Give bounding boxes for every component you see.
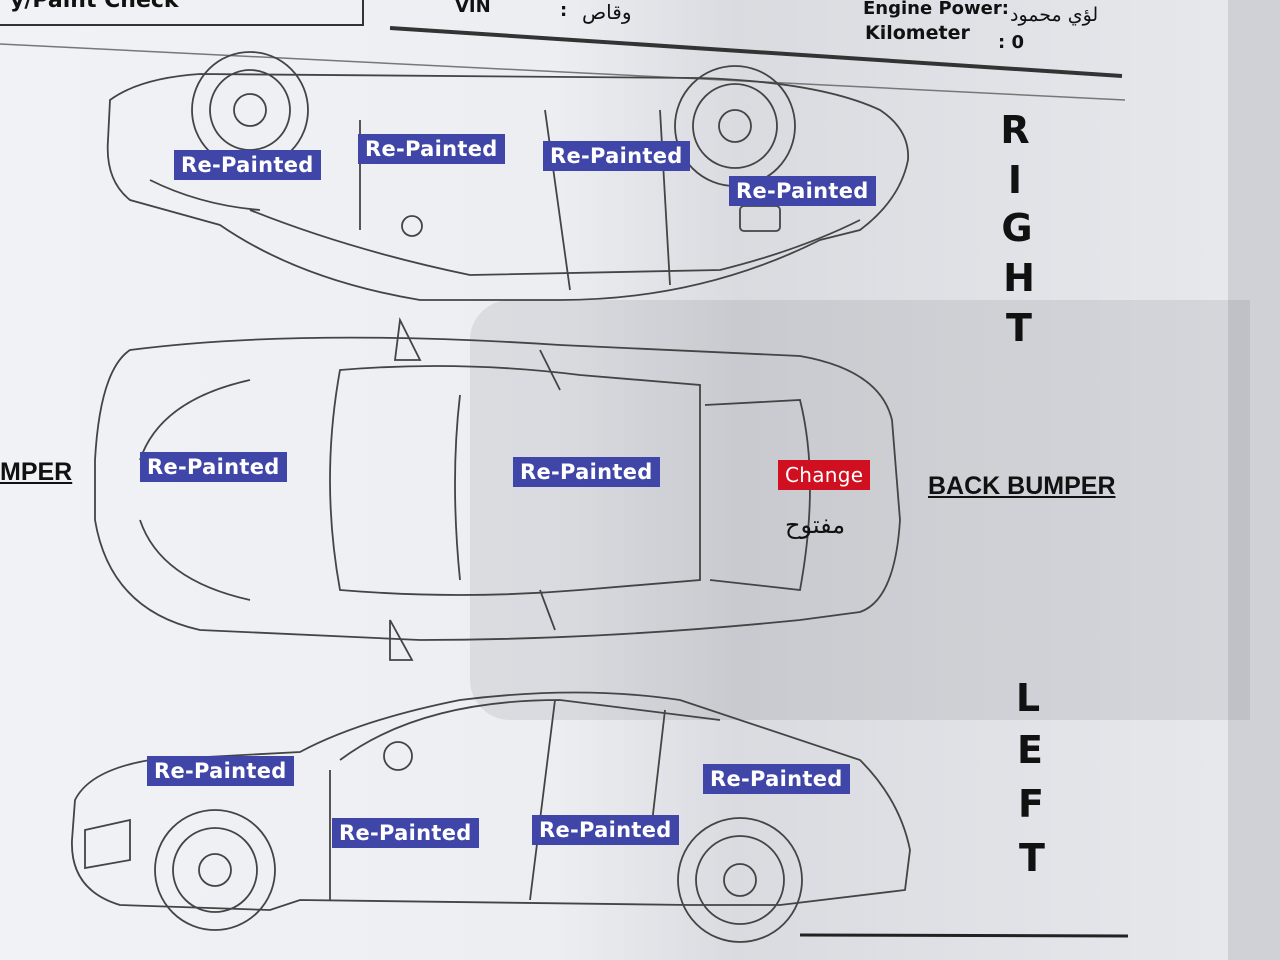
header-box bbox=[0, 0, 364, 26]
left-letter: F bbox=[1018, 782, 1044, 826]
kilometer-label: Kilometer bbox=[865, 22, 970, 44]
back-bumper-label: BACK BUMPER bbox=[928, 472, 1116, 500]
kilometer-value: : 0 bbox=[998, 32, 1024, 53]
left-rear-door-repainted: Re-Painted bbox=[532, 815, 679, 845]
right-letter: H bbox=[1003, 256, 1035, 300]
vin-label: VIN bbox=[455, 0, 491, 17]
right-front-door-repainted: Re-Painted bbox=[543, 141, 690, 171]
left-letter: L bbox=[1015, 676, 1041, 720]
right-rear-door-repainted: Re-Painted bbox=[358, 134, 505, 164]
top-view bbox=[94, 316, 901, 661]
bottom-rule bbox=[799, 933, 1129, 938]
vin-colon: : bbox=[560, 0, 568, 21]
left-side-view bbox=[71, 691, 911, 943]
left-rear-quarter-repainted: Re-Painted bbox=[703, 764, 850, 794]
right-front-fender-repainted: Re-Painted bbox=[729, 176, 876, 206]
vin-value: وقاص bbox=[582, 0, 632, 24]
left-front-fender-repainted: Re-Painted bbox=[147, 756, 294, 786]
right-letter: R bbox=[1000, 108, 1030, 152]
left-letter: T bbox=[1019, 836, 1045, 880]
right-side-view bbox=[106, 51, 909, 301]
roof-repainted: Re-Painted bbox=[513, 457, 660, 487]
left-front-door-repainted: Re-Painted bbox=[332, 818, 479, 848]
right-letter: G bbox=[1001, 206, 1033, 250]
page-edge bbox=[1228, 0, 1280, 960]
right-rear-quarter-repainted: Re-Painted bbox=[174, 150, 321, 180]
trunk-changed: Change bbox=[778, 460, 871, 490]
shadow-overlay bbox=[470, 300, 1250, 720]
front-bumper-label: MPER bbox=[0, 458, 73, 486]
hood-repainted: Re-Painted bbox=[140, 452, 287, 482]
engine-label: Engine Power: bbox=[863, 0, 1009, 19]
header-title: y/Paint Check bbox=[10, 0, 179, 13]
right-letter: T bbox=[1006, 306, 1032, 350]
trunk-note: مفتوح bbox=[785, 511, 846, 539]
right-letter: I bbox=[1007, 158, 1023, 202]
engine-value: لؤي محمود bbox=[1010, 4, 1099, 26]
left-letter: E bbox=[1017, 728, 1043, 772]
